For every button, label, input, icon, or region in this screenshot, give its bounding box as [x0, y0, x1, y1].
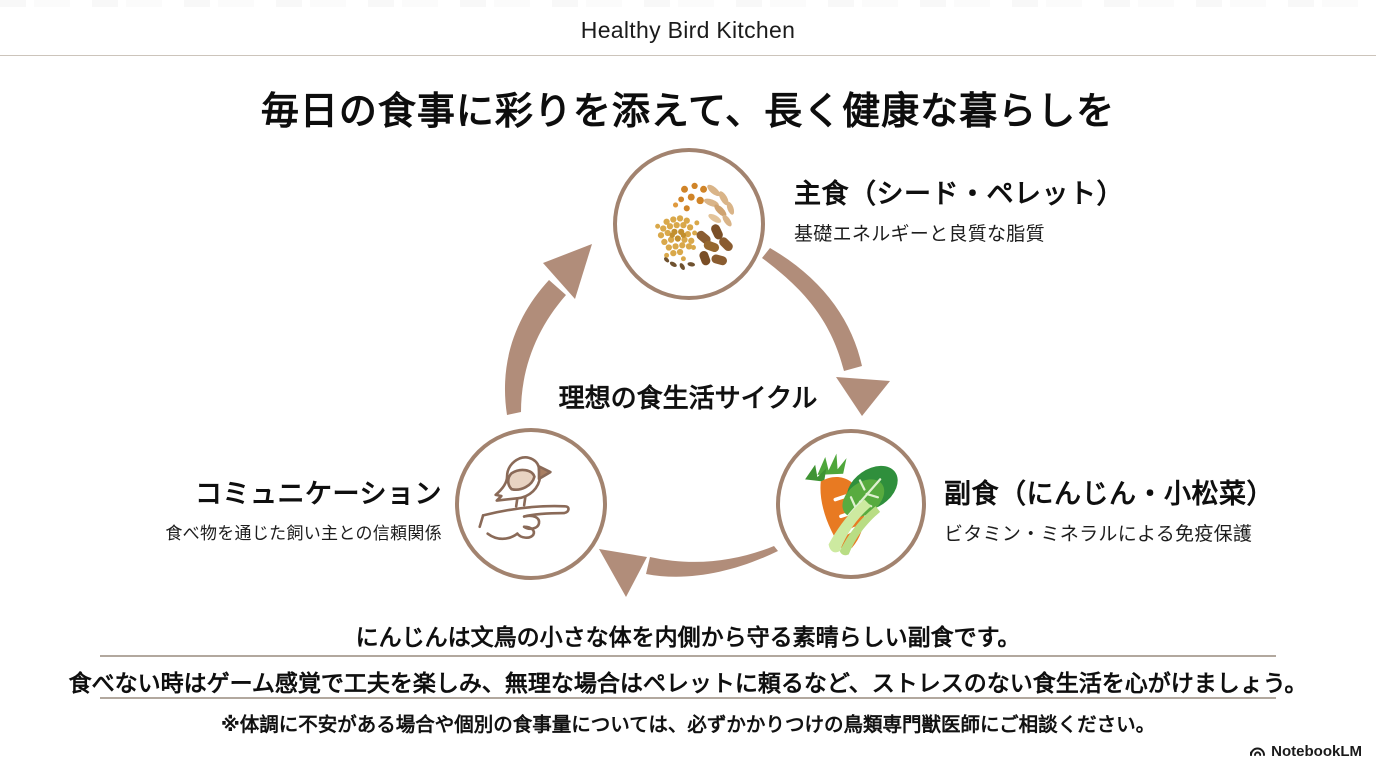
- main-heading: 毎日の食事に彩りを添えて、長く健康な暮らしを: [260, 91, 1116, 133]
- divider-bottom: [100, 697, 1276, 699]
- arrowhead-up: [543, 244, 592, 299]
- cropped-text-artifact: [0, 0, 1376, 7]
- node-staple: [613, 148, 765, 300]
- note-disclaimer: ※体調に不安がある場合や個別の食事量については、必ずかかりつけの鳥類専門獣医師に…: [220, 714, 1156, 736]
- note-highlight: にんじんは文鳥の小さな体を内側から守る素晴らしい副食です。: [355, 624, 1021, 650]
- side-dish-label-block: 副食（にんじん・小松菜） ビタミン・ミネラルによる免疫保護: [944, 472, 1274, 546]
- notebooklm-icon: [1249, 742, 1266, 761]
- arrow-top-to-right: [762, 248, 862, 371]
- bird-on-hand-icon: [474, 447, 588, 561]
- staple-label-block: 主食（シード・ペレット） 基礎エネルギーと良質な脂質: [794, 172, 1124, 246]
- communication-label-block: コミュニケーション 食べ物を通じた飼い主との信頼関係: [165, 472, 442, 544]
- communication-title: コミュニケーション: [195, 479, 442, 509]
- arrowhead-left: [599, 549, 647, 597]
- staple-subtitle: 基礎エネルギーと良質な脂質: [794, 224, 1045, 245]
- communication-subtitle: 食べ物を通じた飼い主との信頼関係: [165, 524, 442, 543]
- arrow-right-to-left: [646, 546, 778, 577]
- node-communication: [455, 428, 607, 580]
- node-side-dish: [776, 429, 926, 579]
- header-divider: [0, 55, 1376, 56]
- notebooklm-label: NotebookLM: [1271, 743, 1362, 760]
- staple-title: 主食（シード・ペレット）: [794, 179, 1124, 209]
- note-advice: 食べない時はゲーム感覚で工夫を楽しみ、無理な場合はペレットに頼るなど、ストレスの…: [68, 670, 1308, 696]
- side-dish-subtitle: ビタミン・ミネラルによる免疫保護: [944, 524, 1253, 545]
- side-dish-title: 副食（にんじん・小松菜）: [944, 479, 1274, 509]
- carrot-komatsuna-icon: [795, 448, 907, 560]
- cycle-center-label: 理想の食生活サイクル: [558, 383, 818, 413]
- seeds-pellets-icon: [633, 168, 745, 280]
- notebooklm-watermark: NotebookLM: [1249, 742, 1362, 761]
- page-title: Healthy Bird Kitchen: [580, 17, 796, 43]
- divider-top: [100, 655, 1276, 657]
